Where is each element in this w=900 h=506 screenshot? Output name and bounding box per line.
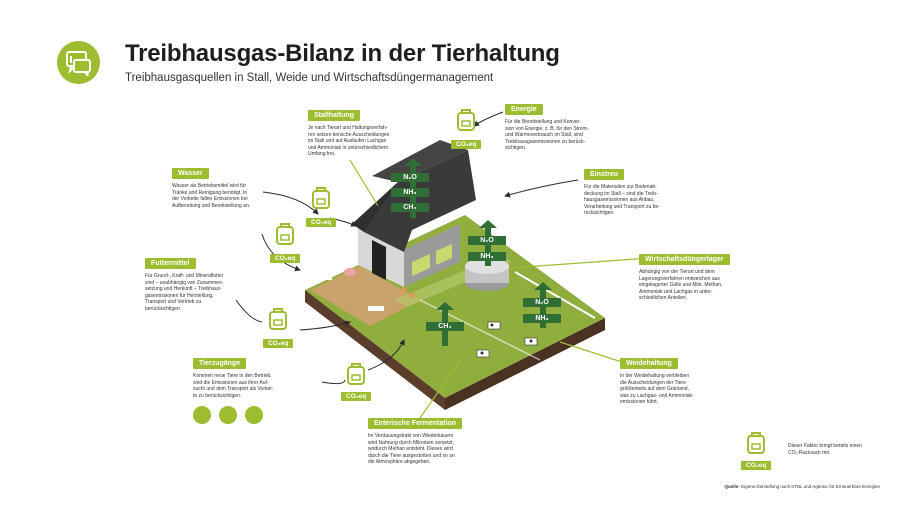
backpack-icon: [747, 432, 765, 454]
co2eq-badge-energie: CO₂eq: [451, 140, 482, 149]
co2eq-badge-futtermittel: CO₂eq: [263, 339, 294, 348]
gas-label-n2o-tank: N₂O: [468, 236, 506, 245]
tag-weidehaltung: Weidehaltung: [620, 358, 678, 369]
barn: [352, 140, 476, 287]
source-line: Quelle: Eigene Darstellung nach KTBL und…: [724, 484, 880, 489]
co2eq-badge-legend: CO₂eq: [741, 461, 772, 470]
cows: [476, 321, 538, 358]
gas-label-ch4-barn: CH₄: [391, 203, 429, 212]
tag-einstreu: Einstreu: [584, 169, 625, 180]
backpack-icon: [457, 109, 475, 131]
backpack-icon: [347, 363, 365, 385]
co2eq-badge-tierzugaenge: CO₂eq: [341, 392, 372, 401]
tag-energie: Energie: [505, 104, 543, 115]
tag-wirtschaftsduengerlager: Wirtschaftsdüngerlager: [639, 254, 730, 265]
pig-icon: [245, 406, 263, 424]
text-stallhaltung: Je nach Tierart und Haltungsverfah-ren s…: [308, 125, 390, 158]
co2eq-badge-water: CO₂eq: [270, 254, 301, 263]
chicken: [401, 287, 407, 293]
text-energie: Für die Bereitstellung und Konver-sion v…: [505, 119, 589, 152]
text-einstreu: Für die Materialien zur Bodenab-deckung …: [584, 184, 660, 217]
tag-futtermittel: Futtermittel: [145, 258, 196, 269]
info-chat-logo-icon: [57, 41, 100, 84]
page-subtitle: Treibhausgasquellen in Stall, Weide und …: [125, 72, 494, 84]
gas-label-nh3-barn: NH₃: [391, 188, 429, 197]
cow-icon: [193, 406, 211, 424]
pig: [344, 268, 356, 276]
backpack-icon: [312, 187, 330, 209]
gas-label-ch4-fermentation: CH₄: [426, 322, 464, 331]
tag-wasser: Wasser: [172, 168, 209, 179]
text-tierzugaenge: Kommen neue Tiere in den Betrieb,sind di…: [193, 373, 274, 399]
page-title: Treibhausgas-Bilanz in der Tierhaltung: [125, 40, 560, 67]
co2eq-badge-wasser: CO₂eq: [306, 218, 337, 227]
gas-label-nh3-tank: NH₃: [468, 252, 506, 261]
gas-label-nh3-pasture: NH₃: [523, 314, 561, 323]
tag-stallhaltung: Stallhaltung: [308, 110, 361, 121]
tag-enterische-fermentation: Enterische Fermentation: [368, 418, 463, 429]
gas-label-n2o-pasture: N₂O: [523, 298, 561, 307]
backpack-icon: [269, 308, 287, 330]
tag-tierzugaenge: Tierzugänge: [193, 358, 247, 369]
chicken-icon: [219, 406, 237, 424]
gas-label-n2o-barn: N₂O: [391, 173, 429, 182]
backpack-icon: [276, 223, 294, 245]
